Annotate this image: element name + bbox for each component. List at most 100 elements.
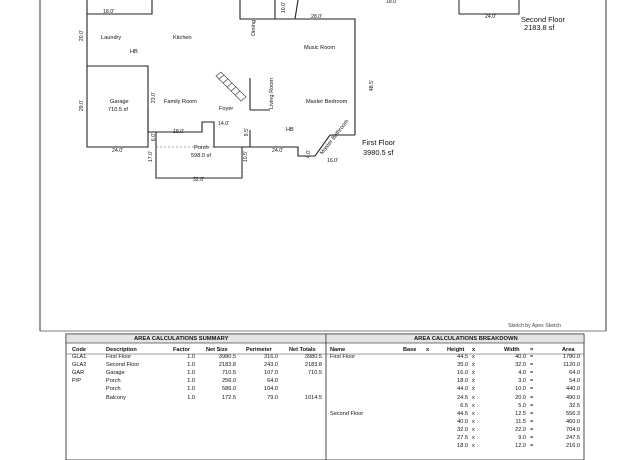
summary-header-perimeter: Perimeter xyxy=(246,347,272,353)
breakdown-cell-area: 64.0 xyxy=(569,370,580,377)
breakdown-cell-name: Second Floor xyxy=(330,410,364,417)
summary-cell-factor: 1.0 xyxy=(187,362,195,369)
dim-label: 18.0' xyxy=(173,129,185,135)
summary-cell-perimeter: 243.0 xyxy=(264,362,278,369)
summary-cell-description: Second Floor xyxy=(106,362,140,369)
room-label-porch: Porch xyxy=(194,145,209,151)
summary-cell-net-size: 2183.8 xyxy=(218,362,236,369)
breakdown-title-bar xyxy=(325,333,585,344)
breakdown-cell-eq: = xyxy=(530,386,534,393)
dim-label: 24.0' xyxy=(112,148,124,154)
breakdown-cell-height: 40.0 xyxy=(457,418,468,425)
summary-cell-factor: 1.0 xyxy=(187,386,195,393)
summary-cell-description: Porch xyxy=(106,386,121,393)
room-label-kitchen: Kitchen xyxy=(173,35,192,41)
dim-label: 10.0' xyxy=(281,2,287,14)
breakdown-cell-height: 18.0 xyxy=(457,378,468,385)
room-label-dining: Dining xyxy=(251,20,257,36)
second-floor-outline xyxy=(458,0,520,15)
breakdown-cell-x: x xyxy=(472,394,475,401)
room-label-porch-area: 598.0 sf xyxy=(191,153,211,159)
summary-cell-perimeter: 316.0 xyxy=(264,354,278,360)
breakdown-cell-width: 11.5 xyxy=(515,418,526,425)
breakdown-cell-x: x xyxy=(472,443,475,450)
dim-label: 18.0' xyxy=(103,9,115,15)
summary-cell-net-size: 3980.5 xyxy=(218,354,236,360)
breakdown-cell-name: First Floor xyxy=(330,354,356,360)
breakdown-cell-width: 4.0 xyxy=(518,370,526,377)
breakdown-cell-eq: = xyxy=(530,378,534,385)
summary-cell-net-size: 586.0 xyxy=(222,386,236,393)
dim-label: 18.0' xyxy=(386,0,398,5)
breakdown-cell-area: 704.0 xyxy=(566,426,580,433)
summary-cell-net-totals: 1014.5 xyxy=(304,394,322,401)
breakdown-cell-area: 32.5 xyxy=(569,402,580,409)
summary-header-net-size: Net Size xyxy=(206,347,228,353)
breakdown-cell-x: x xyxy=(472,370,475,377)
breakdown-header-x1: x xyxy=(426,347,430,353)
room-label-hb: HB xyxy=(130,49,138,55)
summary-cell-perimeter: 107.0 xyxy=(264,370,278,377)
breakdown-cell-area: 440.0 xyxy=(566,386,580,393)
first-floor-outline xyxy=(86,0,356,179)
breakdown-cell-eq: = xyxy=(530,443,534,450)
dim-label: 29.0' xyxy=(79,100,85,112)
breakdown-cell-eq: = xyxy=(530,362,534,369)
dim-label: 4.0' xyxy=(306,150,312,159)
summary-header-net-totals: Net Totals xyxy=(289,347,316,353)
breakdown-cell-height: 6.5 xyxy=(460,402,468,409)
breakdown-cell-area: 460.0 xyxy=(566,418,580,425)
breakdown-cell-eq: = xyxy=(530,402,534,409)
room-label-family-room: Family Room xyxy=(164,99,197,105)
summary-title: AREA CALCULATIONS SUMMARY xyxy=(134,336,229,342)
room-label-garage-area: 710.5 sf xyxy=(108,107,128,113)
breakdown-cell-height: 18.0 xyxy=(457,443,468,450)
breakdown-cell-eq: = xyxy=(530,418,534,425)
breakdown-cell-eq: = xyxy=(530,410,534,417)
breakdown-cell-height: 35.0 xyxy=(457,362,468,369)
breakdown-header-name: Name xyxy=(330,347,346,353)
summary-cell-description: Porch xyxy=(106,378,121,385)
breakdown-header-eq: = xyxy=(530,347,534,353)
breakdown-cell-eq: = xyxy=(530,370,534,377)
dim-label: 28.0' xyxy=(311,14,323,20)
first-floor-caption: First Floor xyxy=(362,138,396,147)
room-label-hb-2: HB xyxy=(286,127,294,133)
breakdown-cell-width: 5.0 xyxy=(518,402,526,409)
dim-label: 24.0' xyxy=(485,14,497,20)
breakdown-cell-height: 16.0 xyxy=(457,370,468,377)
breakdown-cell-x: x xyxy=(472,426,475,433)
summary-cell-perimeter: 79.0 xyxy=(267,394,278,401)
second-floor-area: 2183.8 sf xyxy=(524,23,555,32)
breakdown-header-height: Height xyxy=(447,347,465,353)
breakdown-cell-width: 12.5 xyxy=(515,410,526,417)
summary-cell-perimeter: 64.0 xyxy=(267,378,278,385)
breakdown-cell-eq: = xyxy=(530,426,534,433)
breakdown-cell-width: 22.0 xyxy=(515,426,526,433)
summary-cell-code: P/P xyxy=(72,378,82,385)
breakdown-cell-height: 32.0 xyxy=(457,426,468,433)
summary-header-description: Description xyxy=(106,347,137,353)
breakdown-cell-eq: = xyxy=(530,394,534,401)
breakdown-header-base: Base xyxy=(403,347,417,353)
summary-header-code: Code xyxy=(72,347,86,353)
breakdown-header-width: Width xyxy=(504,347,520,353)
breakdown-cell-x: x xyxy=(472,386,475,393)
stairs-symbol xyxy=(215,71,247,102)
second-floor-caption: Second Floor xyxy=(521,15,565,24)
summary-cell-net-size: 172.5 xyxy=(222,394,236,401)
breakdown-cell-height: 44.5 xyxy=(457,410,468,417)
breakdown-cell-x: x xyxy=(472,402,475,409)
breakdown-header-x2: x xyxy=(472,347,476,353)
first-floor-area: 3980.5 sf xyxy=(363,148,394,157)
dim-label: 23.0' xyxy=(151,92,157,104)
summary-header-factor: Factor xyxy=(173,347,191,353)
dim-label: 6.0' xyxy=(151,133,157,142)
summary-cell-factor: 1.0 xyxy=(187,394,195,401)
summary-cell-net-totals: 710.5 xyxy=(308,370,322,377)
room-label-music-room: Music Room xyxy=(304,45,336,51)
breakdown-cell-eq: = xyxy=(530,435,534,441)
breakdown-header-area: Area xyxy=(562,347,575,353)
breakdown-cell-height: 44.0 xyxy=(457,386,468,393)
